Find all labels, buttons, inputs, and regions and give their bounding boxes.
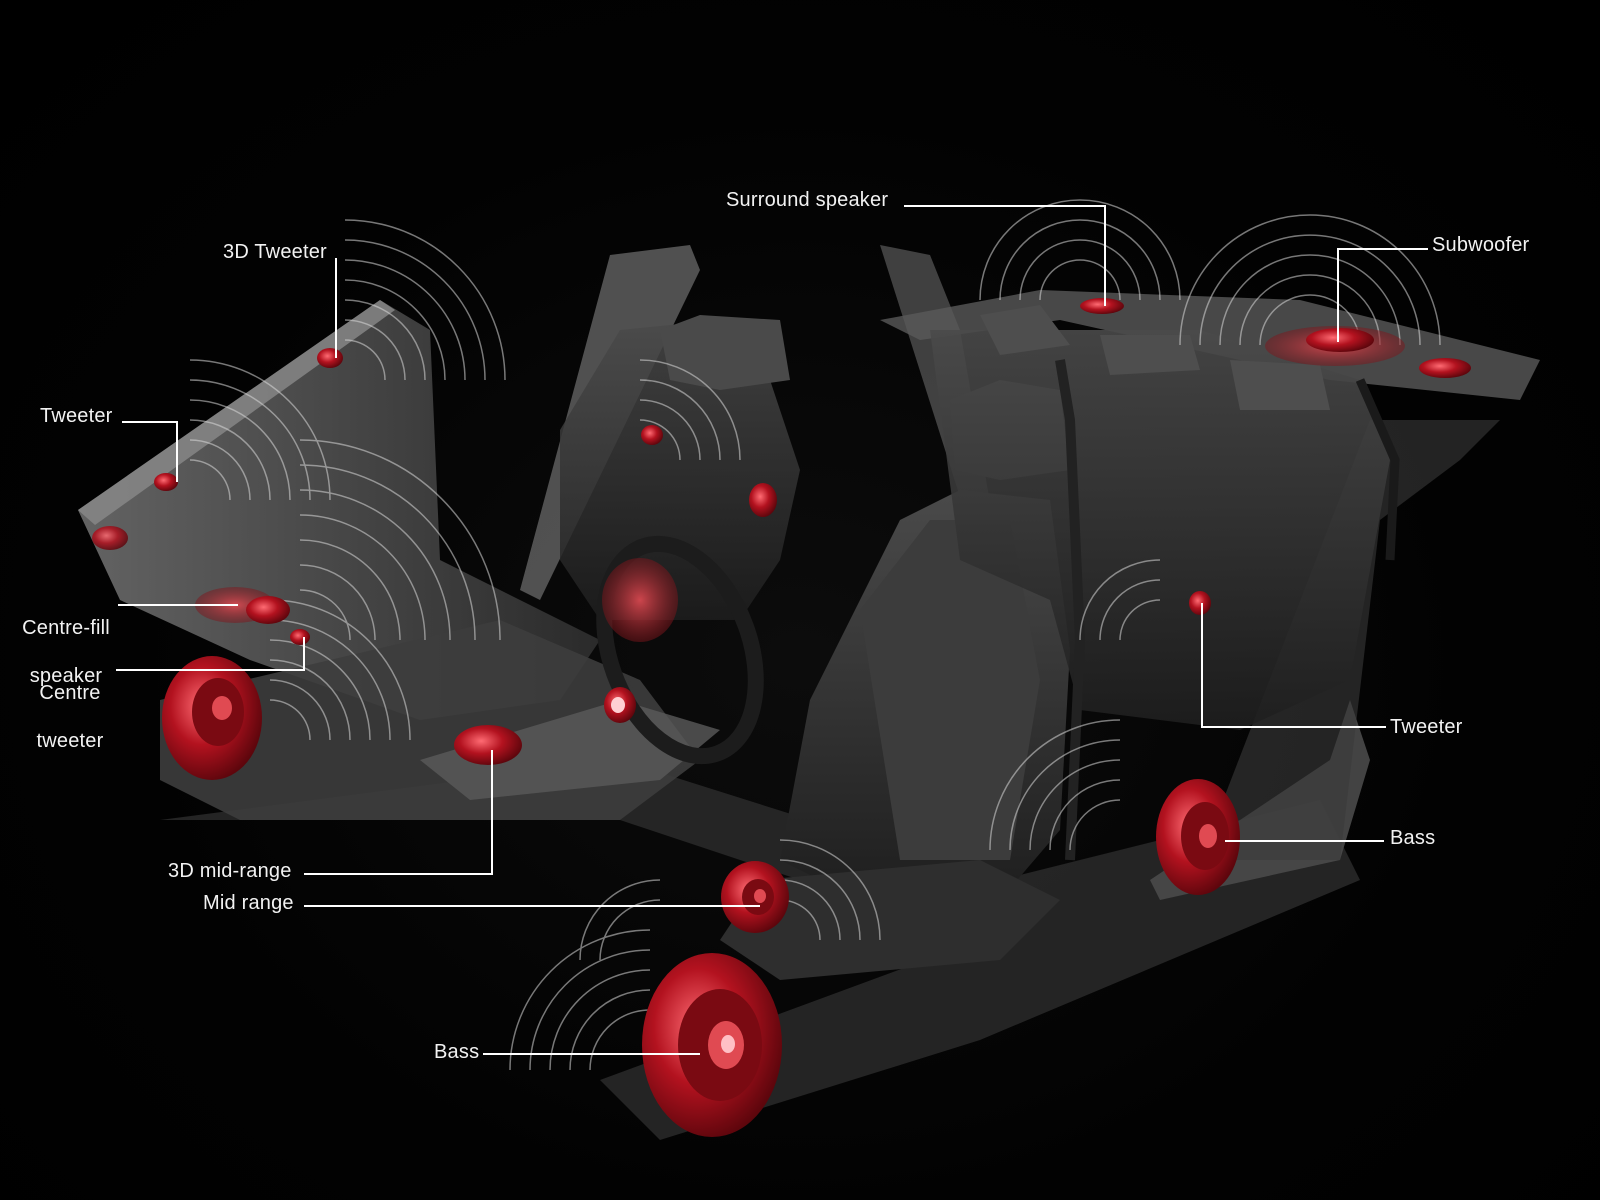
leader-rear-tweeter — [1201, 603, 1386, 728]
label-centre-tweeter-line1: Centre — [39, 682, 101, 704]
leader-lines — [116, 205, 1428, 1055]
speaker-3d-mid-range — [454, 725, 522, 765]
leader-front-tweeter — [122, 421, 178, 482]
steering-wheel — [596, 535, 764, 765]
seat-cushion — [720, 860, 1060, 980]
speakers — [92, 298, 1471, 1137]
speaker-centre-tweeter — [290, 629, 310, 645]
speaker-front-bass — [642, 953, 782, 1137]
speaker-left-dash — [92, 526, 128, 550]
label-3d-tweeter: 3D Tweeter — [223, 241, 327, 263]
headrest-passenger — [660, 315, 790, 390]
front-seat-passenger — [560, 320, 800, 620]
leader-centre-tweeter — [116, 637, 305, 671]
waves-subwoofer — [1179, 214, 1441, 346]
speaker-centre-fill-2 — [246, 596, 290, 624]
speaker-steering-tweeter — [604, 687, 636, 723]
label-centre-tweeter: Centre tweeter — [30, 657, 110, 777]
waves-front-tweeter — [189, 359, 331, 501]
speaker-passenger-mid — [602, 558, 678, 642]
label-front-bass: Bass — [434, 1041, 480, 1063]
waves-bass-rear — [989, 719, 1121, 851]
rear-bench — [930, 330, 1390, 730]
sound-waves — [189, 199, 1441, 1071]
speaker-3d-tweeter — [317, 348, 343, 368]
seat-back-insert — [860, 520, 1040, 860]
waves-rear-tweeter — [1079, 559, 1161, 641]
rear-headrest-3 — [1230, 360, 1330, 410]
label-centre-fill-line1: Centre-fill — [22, 617, 110, 639]
waves-3d-tweeter — [344, 219, 506, 381]
leader-subwoofer — [1337, 248, 1428, 342]
label-3d-mid-range: 3D mid-range — [168, 860, 292, 882]
speaker-left-door-bass — [162, 656, 262, 780]
rear-headrest-1 — [980, 305, 1070, 355]
label-centre-fill-speaker: Centre-fill speaker — [16, 592, 116, 712]
waves-mid-range — [579, 839, 881, 961]
waves-surround — [979, 199, 1181, 301]
speaker-front-tweeter — [154, 473, 178, 491]
windshield-frame — [78, 300, 395, 525]
seatbelt-rear — [1355, 378, 1400, 561]
leader-surround — [904, 205, 1106, 306]
speaker-passenger-a — [641, 425, 663, 445]
leader-3d-mid-range — [304, 750, 493, 875]
label-centre-fill-line2: speaker — [29, 665, 103, 687]
rear-headrest-2 — [1100, 335, 1200, 375]
label-surround-speaker: Surround speaker — [726, 189, 889, 211]
label-centre-tweeter-line2: tweeter — [36, 730, 104, 752]
label-rear-bass: Bass — [1390, 827, 1436, 849]
waves-left-door — [269, 599, 411, 741]
label-subwoofer: Subwoofer — [1432, 234, 1530, 256]
waves-bass-front — [509, 929, 651, 1071]
speaker-mid-range — [721, 861, 789, 933]
speaker-surround — [1080, 298, 1124, 314]
speaker-subwoofer — [1265, 326, 1471, 378]
label-rear-tweeter: Tweeter — [1390, 716, 1463, 738]
speaker-rear-tweeter — [1189, 591, 1211, 615]
speaker-passenger-b — [749, 483, 777, 517]
waves-centre — [299, 439, 501, 641]
label-front-tweeter: Tweeter — [40, 405, 113, 427]
waves-passenger — [639, 359, 741, 461]
speaker-rear-bass — [1156, 779, 1240, 895]
label-mid-range: Mid range — [203, 892, 294, 914]
